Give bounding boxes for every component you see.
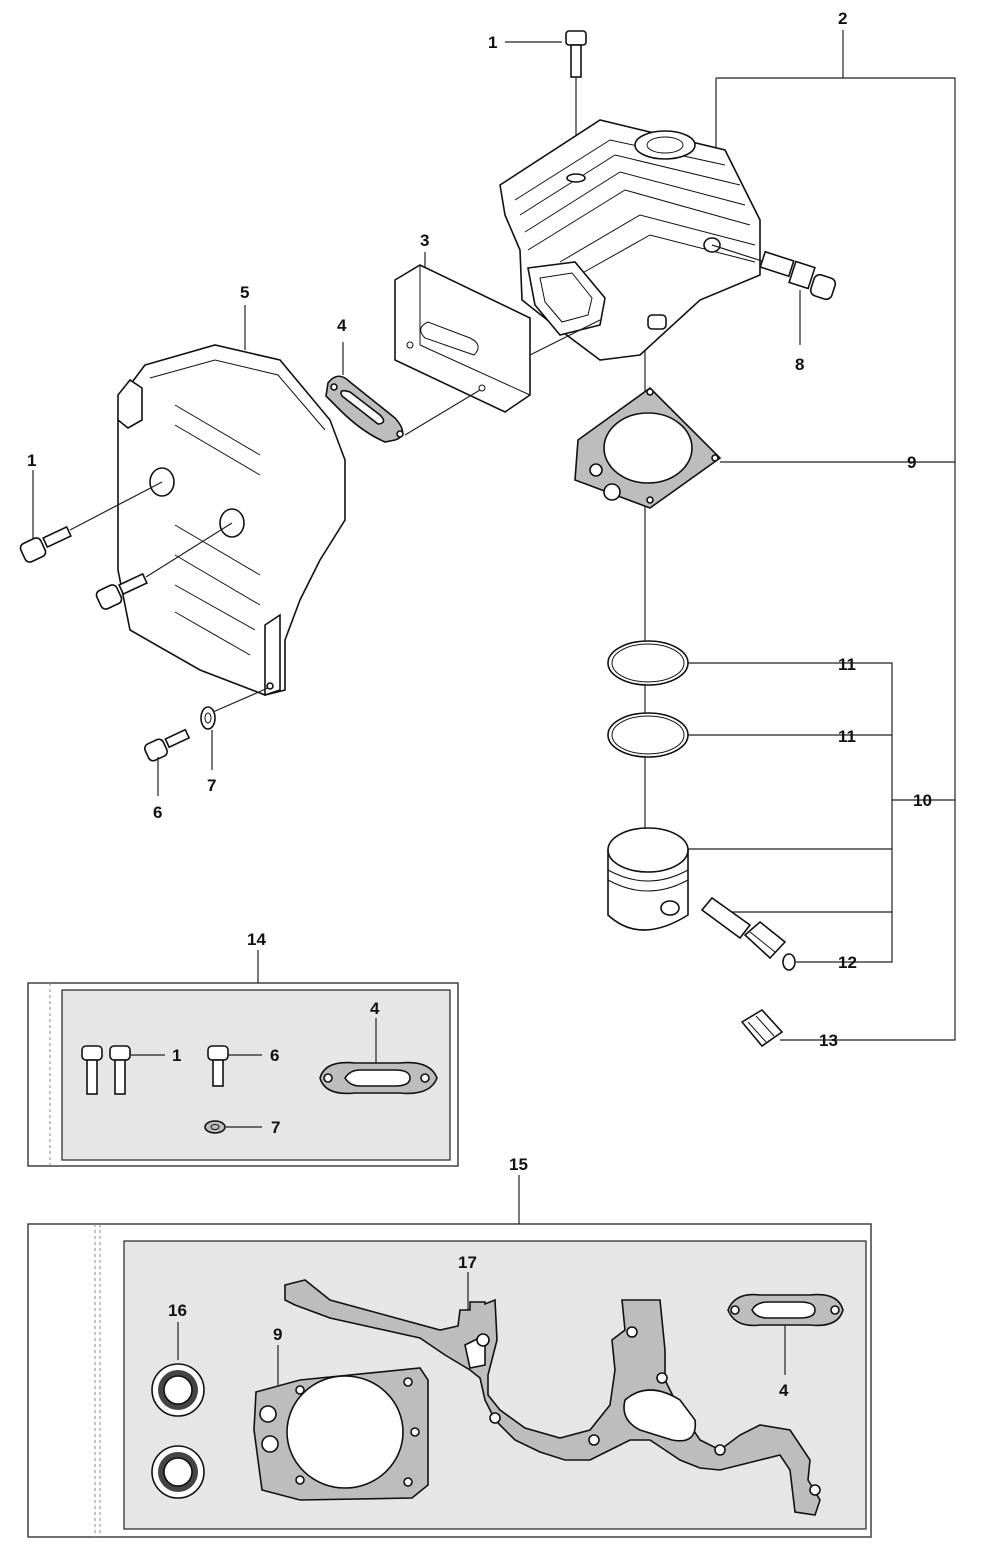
kit-14-box bbox=[27, 950, 459, 1167]
label-6: 6 bbox=[153, 803, 162, 822]
kit14-label-1: 1 bbox=[172, 1046, 181, 1065]
label-15: 15 bbox=[509, 1155, 528, 1174]
label-4: 4 bbox=[337, 316, 347, 335]
kit14-label-7: 7 bbox=[271, 1118, 280, 1137]
decompression-valve bbox=[711, 244, 837, 345]
kit15-label-9: 9 bbox=[273, 1325, 282, 1344]
bracket-2 bbox=[715, 30, 956, 1041]
piston-rings bbox=[607, 640, 689, 758]
label-11-b: 11 bbox=[838, 727, 856, 746]
needle-bearing bbox=[740, 1008, 784, 1048]
label-11-a: 11 bbox=[838, 655, 856, 674]
label-13: 13 bbox=[819, 1031, 838, 1050]
kit15-label-4: 4 bbox=[779, 1381, 789, 1400]
label-7: 7 bbox=[207, 776, 216, 795]
screw-and-washer bbox=[143, 687, 269, 796]
piston bbox=[607, 827, 796, 971]
callout-labels: 1 2 3 4 5 1 8 9 11 11 10 6 7 12 13 14 1 … bbox=[27, 9, 932, 1400]
label-3: 3 bbox=[420, 231, 429, 250]
cylinder-gasket bbox=[574, 386, 722, 509]
label-17: 17 bbox=[458, 1253, 477, 1272]
label-10: 10 bbox=[913, 791, 932, 810]
cylinder bbox=[499, 119, 761, 361]
kit14-label-4: 4 bbox=[370, 999, 380, 1018]
label-1-left: 1 bbox=[27, 451, 36, 470]
spacer-block bbox=[394, 252, 601, 413]
muffler-gasket bbox=[325, 342, 481, 443]
label-12: 12 bbox=[838, 953, 857, 972]
muffler-screws bbox=[19, 470, 233, 610]
label-5: 5 bbox=[240, 283, 249, 302]
bracket-10 bbox=[680, 662, 955, 963]
label-9: 9 bbox=[907, 453, 916, 472]
label-2: 2 bbox=[838, 9, 847, 28]
label-14: 14 bbox=[247, 930, 266, 949]
muffler bbox=[117, 305, 346, 697]
label-8: 8 bbox=[795, 355, 804, 374]
label-16: 16 bbox=[168, 1301, 187, 1320]
cylinder-screw bbox=[505, 30, 587, 180]
label-1-top: 1 bbox=[488, 33, 497, 52]
kit-15-box bbox=[27, 1175, 872, 1538]
kit14-label-6: 6 bbox=[270, 1046, 279, 1065]
